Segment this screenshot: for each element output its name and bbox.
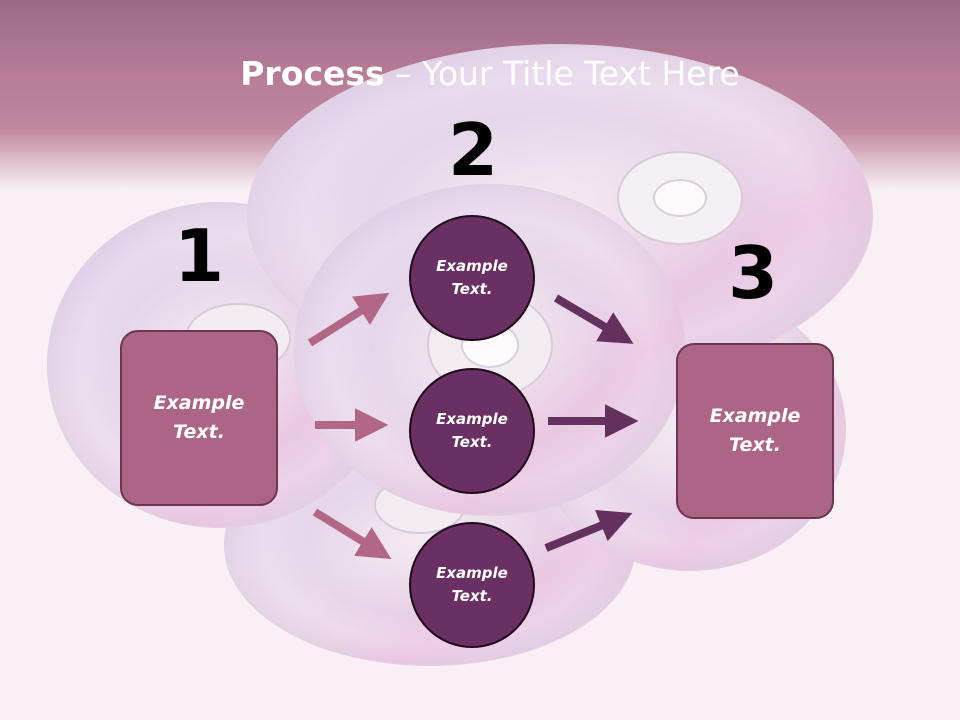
page-title: Process – Your Title Text Here [0,52,960,96]
step-1-text: Example Text. [153,392,245,443]
arrow-top-to-3 [553,294,634,344]
title-bold: Process [240,54,385,93]
step-1-number: 1 [173,214,225,298]
title-rest: – Your Title Text Here [384,54,740,93]
step-2-number: 2 [447,108,499,192]
step-3-box: Example Text. [676,343,834,519]
arrow-1-to-top [307,292,390,347]
arrow-bottom-to-3 [544,510,633,552]
step-2-text-top: Example Text. [436,257,508,298]
step-3-number: 3 [727,231,779,315]
step-1-box: Example Text. [120,330,278,506]
step-2-circle-middle: Example Text. [409,368,535,494]
step-2-circle-bottom: Example Text. [409,522,535,648]
arrow-1-to-bottom [312,508,392,560]
step-2-text-bottom: Example Text. [436,564,508,605]
step-2-text-middle: Example Text. [436,410,508,451]
step-3-text: Example Text. [709,405,801,456]
step-2-circle-top: Example Text. [409,215,535,341]
